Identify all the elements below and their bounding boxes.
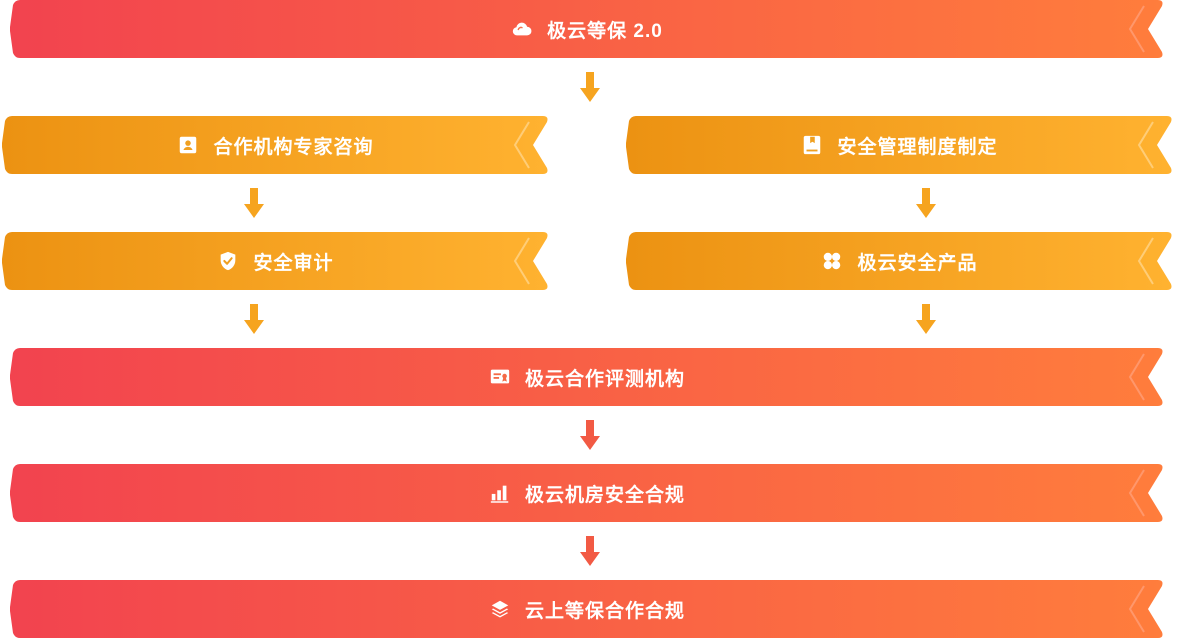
- banner-expert-consulting: 合作机构专家咨询: [2, 116, 549, 174]
- banner-shape: [2, 232, 548, 290]
- down-arrow-icon: [244, 304, 264, 334]
- down-arrow-icon: [580, 420, 600, 450]
- down-arrow-icon: [580, 536, 600, 566]
- banner-management-policy: 安全管理制度制定: [626, 116, 1173, 174]
- banner-shape: [10, 464, 1163, 522]
- banner-label: 极云合作评测机构: [524, 368, 685, 390]
- banner-label: 安全管理制度制定: [837, 136, 998, 158]
- banner-partner-assessment: 极云合作评测机构: [10, 348, 1164, 406]
- layers-icon: [489, 598, 511, 620]
- four-leaf-icon: [821, 250, 843, 272]
- certificate-icon: [489, 366, 511, 388]
- banner-djcp-2: 极云等保 2.0: [10, 0, 1164, 58]
- banner-label: 云上等保合作合规: [524, 600, 685, 622]
- banner-label: 极云等保 2.0: [547, 20, 663, 42]
- contact-card-icon: [177, 134, 199, 156]
- down-arrow-icon: [916, 304, 936, 334]
- banner-shape: [10, 580, 1163, 638]
- banner-shape: [626, 232, 1172, 290]
- banner-label: 极云安全产品: [857, 252, 978, 274]
- cloud-icon: [511, 18, 533, 40]
- banner-label: 极云机房安全合规: [524, 484, 685, 506]
- banner-shape: [626, 116, 1172, 174]
- banner-label: 安全审计: [253, 252, 334, 274]
- down-arrow-icon: [244, 188, 264, 218]
- banner-cloud-compliance: 云上等保合作合规: [10, 580, 1164, 638]
- banner-shape: [2, 116, 548, 174]
- banner-security-products: 极云安全产品: [626, 232, 1173, 290]
- banner-datacenter-compliance: 极云机房安全合规: [10, 464, 1164, 522]
- down-arrow-icon: [916, 188, 936, 218]
- banner-shape: [10, 348, 1163, 406]
- down-arrow-icon: [580, 72, 600, 102]
- banner-shape: [10, 0, 1163, 58]
- shield-check-icon: [217, 250, 239, 272]
- banner-label: 合作机构专家咨询: [213, 136, 374, 158]
- banner-security-audit: 安全审计: [2, 232, 549, 290]
- book-icon: [801, 134, 823, 156]
- bar-chart-icon: [489, 482, 511, 504]
